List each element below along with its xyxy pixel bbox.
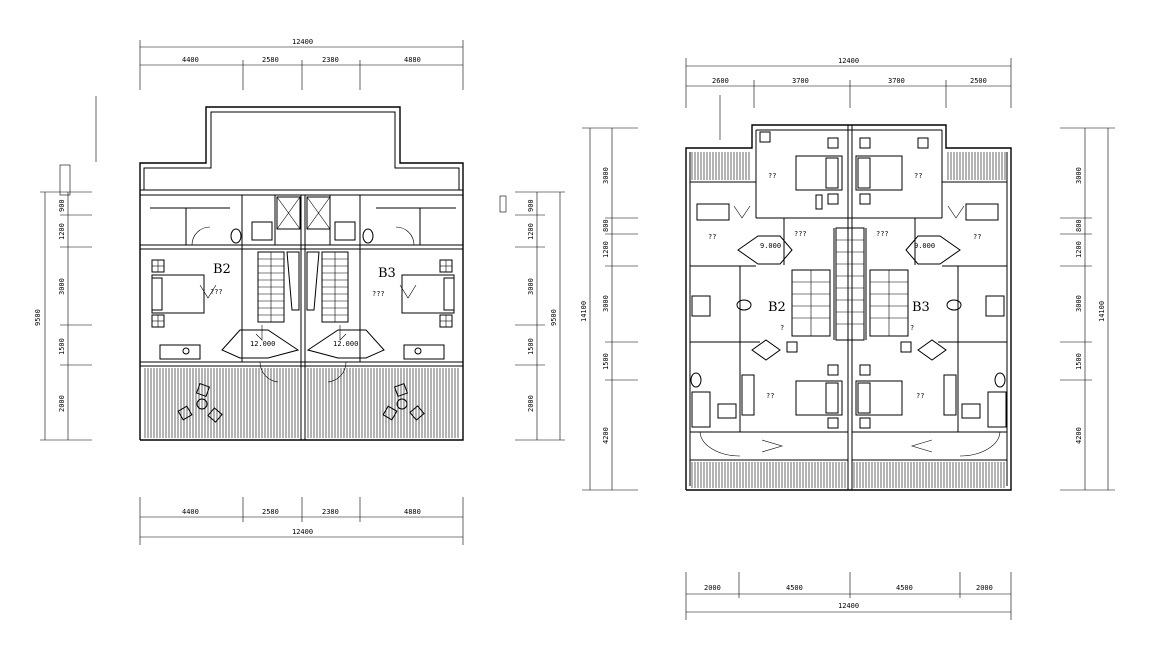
right-plan-walls bbox=[685, 124, 1012, 491]
left-plan-fixtures bbox=[191, 196, 415, 246]
right-plan-room-10: ? bbox=[910, 324, 914, 332]
right-plan-room-7: ?? bbox=[766, 392, 774, 400]
right-plan-balcony-hatch bbox=[691, 152, 1006, 488]
right-dim-bottom-1: 2000 bbox=[704, 584, 721, 592]
left-dim-top-1: 4400 bbox=[182, 56, 199, 64]
right-plan-unit-tag-b2: B2 bbox=[768, 300, 786, 315]
left-dim-side-5: 2000 bbox=[58, 395, 66, 412]
right-plan-room-9: ? bbox=[780, 324, 784, 332]
left-plan-furniture: B2 B3 ??? ??? 12.000 12.000 bbox=[151, 259, 455, 383]
left-dim-bottom-total: 12400 bbox=[292, 528, 313, 536]
left-dim-side-1: 900 bbox=[58, 199, 66, 212]
right-plan-rdim-total: 14100 bbox=[1098, 301, 1106, 322]
right-dim-top-total: 12400 bbox=[838, 57, 859, 65]
right-plan-room-1: ?? bbox=[768, 172, 776, 180]
left-dim-bottom-4: 4880 bbox=[404, 508, 421, 516]
right-plan-room-8: ?? bbox=[916, 392, 924, 400]
left-plan-rdim-3: 3000 bbox=[527, 278, 535, 295]
right-bottom-dimensions: 2000 4500 4500 2000 12400 bbox=[685, 572, 1012, 620]
right-dim-bottom-4: 2000 bbox=[976, 584, 993, 592]
left-plan-rdim-5: 2000 bbox=[527, 395, 535, 412]
right-plan-ldim-total: 14100 bbox=[580, 301, 588, 322]
left-plan-stairs bbox=[221, 251, 385, 359]
right-dim-bottom-total: 12400 bbox=[838, 602, 859, 610]
left-plan-unit-tag-b3: B3 bbox=[378, 266, 396, 281]
right-plan-stairs bbox=[737, 227, 961, 361]
right-plan-ldim-4: 3000 bbox=[602, 295, 610, 312]
right-plan-labels: B2 B3 ?? ?? ?? ?? ??? ??? ?? ?? ? ? 9.00… bbox=[699, 172, 1001, 457]
left-plan-rdim-total: 9500 bbox=[550, 309, 558, 326]
left-dim-top-3: 2380 bbox=[322, 56, 339, 64]
right-dim-bottom-3: 4500 bbox=[896, 584, 913, 592]
right-plan-left-dimensions: 3000 800 1200 3000 1500 4200 14100 bbox=[580, 127, 638, 491]
left-dim-side-2: 1200 bbox=[58, 223, 66, 240]
right-plan-fixtures bbox=[690, 131, 1007, 429]
left-plan-walls bbox=[139, 106, 464, 441]
right-plan-level-2: 9.000 bbox=[914, 242, 935, 250]
right-dim-top-4: 2500 bbox=[970, 77, 987, 85]
left-plan-unit-tag-b2: B2 bbox=[213, 262, 231, 277]
right-plan-room-5: ??? bbox=[794, 230, 807, 238]
right-plan-rdim-5: 1500 bbox=[1075, 353, 1083, 370]
right-plan-rdim-4: 3000 bbox=[1075, 295, 1083, 312]
right-plan-right-dimensions: 3000 800 1200 3000 1500 4200 14100 bbox=[1060, 127, 1115, 491]
right-plan-ldim-1: 3000 bbox=[602, 167, 610, 184]
right-dim-bottom-2: 4500 bbox=[786, 584, 803, 592]
right-plan-room-4: ?? bbox=[973, 233, 981, 241]
left-side-dimensions: 900 1200 3000 1500 2000 9500 bbox=[34, 96, 97, 441]
right-plan-unit-tag-b3: B3 bbox=[912, 300, 930, 315]
left-plan-rdim-1: 900 bbox=[527, 199, 535, 212]
right-dim-top-3: 3700 bbox=[888, 77, 905, 85]
left-plan-room-label-2: ??? bbox=[372, 290, 385, 298]
left-dim-bottom-3: 2380 bbox=[322, 508, 339, 516]
left-plan-room-label-1: ??? bbox=[210, 288, 223, 296]
right-plan-rdim-6: 4200 bbox=[1075, 427, 1083, 444]
left-dim-side-3: 3000 bbox=[58, 278, 66, 295]
left-plan-level-2: 12.000 bbox=[333, 340, 358, 348]
left-dim-bottom-2: 2580 bbox=[262, 508, 279, 516]
left-dim-top-2: 2580 bbox=[262, 56, 279, 64]
left-plan-balcony-hatch bbox=[144, 368, 459, 438]
left-dim-side-total: 9500 bbox=[34, 309, 42, 326]
left-dim-top-4: 4880 bbox=[404, 56, 421, 64]
right-dim-top-2: 3700 bbox=[792, 77, 809, 85]
right-plan-rdim-1: 3000 bbox=[1075, 167, 1083, 184]
left-top-dimensions: 12400 4400 2580 2380 4880 bbox=[139, 38, 464, 90]
right-dim-top-1: 2600 bbox=[712, 77, 729, 85]
left-plan-chairs bbox=[177, 382, 425, 423]
right-plan-room-6: ??? bbox=[876, 230, 889, 238]
left-floor-plan: 12400 4400 2580 2380 4880 4400 2580 2380… bbox=[34, 38, 565, 545]
left-dim-side-4: 1500 bbox=[58, 338, 66, 355]
left-dim-bottom-1: 4400 bbox=[182, 508, 199, 516]
right-plan-level-1: 9.000 bbox=[760, 242, 781, 250]
right-plan-ldim-6: 4200 bbox=[602, 427, 610, 444]
left-plan-level-1: 12.000 bbox=[250, 340, 275, 348]
left-plan-right-dimensions: 900 1200 3000 1500 2000 9500 bbox=[499, 191, 565, 441]
left-plan-rdim-4: 1500 bbox=[527, 338, 535, 355]
right-plan-ldim-3: 1200 bbox=[602, 241, 610, 258]
left-bottom-dimensions: 4400 2580 2380 4880 12400 bbox=[139, 497, 464, 545]
right-plan-ldim-5: 1500 bbox=[602, 353, 610, 370]
right-plan-room-2: ?? bbox=[914, 172, 922, 180]
right-floor-plan: 12400 2600 3700 3700 2500 2000 4500 4500… bbox=[580, 57, 1115, 620]
right-plan-ldim-2: 800 bbox=[602, 219, 610, 232]
right-plan-rdim-2: 800 bbox=[1075, 219, 1083, 232]
left-dim-top-total: 12400 bbox=[292, 38, 313, 46]
left-plan-rdim-2: 1200 bbox=[527, 223, 535, 240]
right-plan-rdim-3: 1200 bbox=[1075, 241, 1083, 258]
right-plan-room-3: ?? bbox=[708, 233, 716, 241]
right-top-dimensions: 12400 2600 3700 3700 2500 bbox=[685, 57, 1012, 140]
